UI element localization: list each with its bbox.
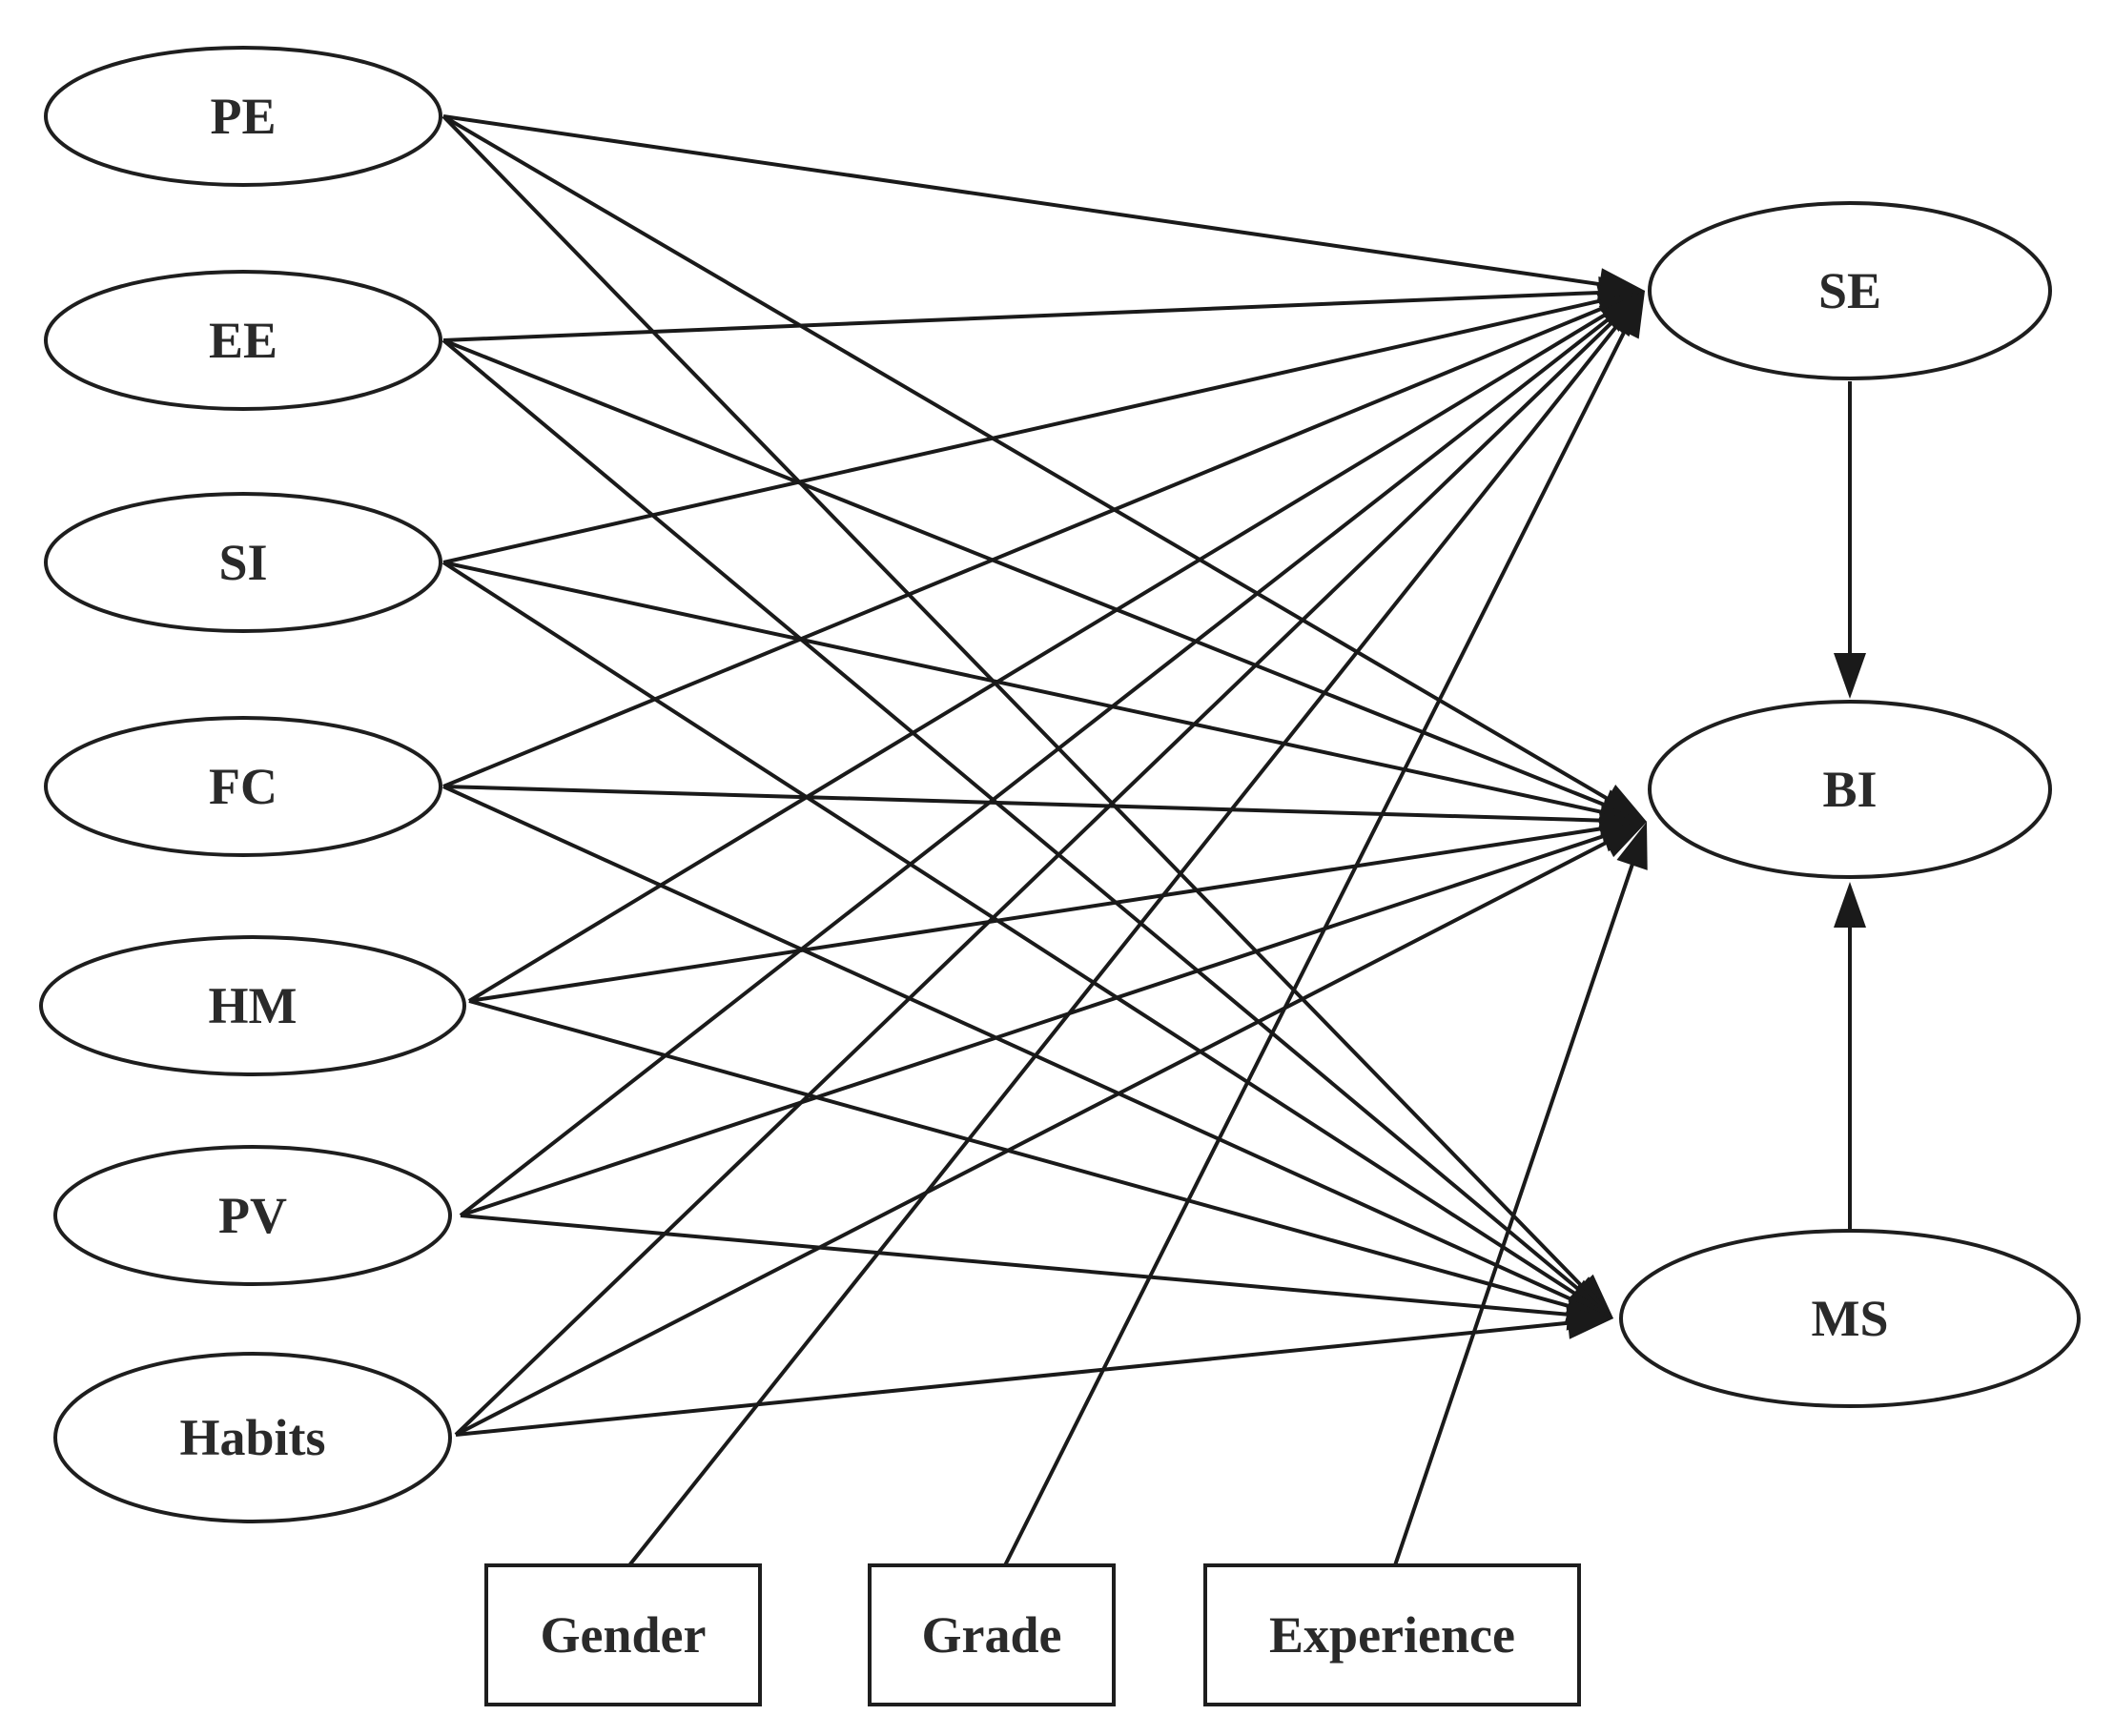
edge-grade-to-se-line (1003, 327, 1629, 1566)
node-bi: BI (1648, 700, 2052, 879)
node-habits: Habits (53, 1352, 452, 1523)
node-experience-box (1203, 1563, 1581, 1706)
edge-pv-to-bi-line (460, 832, 1608, 1217)
node-bi-ellipse (1648, 700, 2052, 879)
node-ee-ellipse (44, 270, 442, 411)
node-pv: PV (53, 1145, 452, 1286)
edge-habits-to-bi-arrowhead (1598, 822, 1647, 858)
edge-si-to-bi-line (442, 561, 1607, 815)
edge-ms-to-bi-arrowhead (1834, 882, 1866, 928)
edge-gender-to-se-line (627, 322, 1621, 1567)
node-pe: PE (44, 46, 442, 187)
node-gender-box (484, 1563, 762, 1706)
edge-habits-to-ms-arrowhead (1566, 1306, 1613, 1339)
node-hm-label: HM (209, 977, 298, 1034)
edge-habits-to-ms (455, 1306, 1613, 1437)
node-gender: Gender (484, 1563, 762, 1706)
node-ee-label: EE (209, 312, 277, 369)
node-pv-ellipse (53, 1145, 452, 1286)
node-bi-label: BI (1822, 761, 1877, 818)
node-si-label: SI (218, 534, 267, 591)
node-gender-label: Gender (541, 1606, 707, 1664)
edge-grade-to-se (1003, 291, 1645, 1566)
edge-hm-to-bi-line (468, 826, 1606, 1003)
edge-si-to-se-line (442, 297, 1605, 564)
node-ms-label: MS (1812, 1290, 1889, 1347)
edge-pe-to-se-line (442, 114, 1604, 287)
node-experience-label: Experience (1269, 1606, 1515, 1664)
edge-pv-to-se-line (459, 315, 1613, 1217)
nodes-layer: PE EE SI FC HM PV Habits SE BI MS Gender Grade Exper… (39, 46, 2081, 1706)
edge-grade-to-se-arrowhead (1610, 291, 1645, 339)
edge-experience-to-bi-line (1393, 861, 1635, 1566)
node-grade-label: Grade (922, 1606, 1062, 1664)
edge-experience-to-bi (1393, 822, 1648, 1566)
node-grade-box (868, 1563, 1116, 1706)
edge-fc-to-bi-line (442, 785, 1606, 823)
edge-ee-to-ms-line (441, 338, 1583, 1294)
edge-habits-to-bi (455, 822, 1647, 1437)
node-grade: Grade (868, 1563, 1116, 1706)
node-habits-ellipse (53, 1352, 452, 1523)
node-si-ellipse (44, 492, 442, 633)
edge-ee-to-se-line (442, 290, 1604, 342)
node-habits-label: Habits (179, 1409, 325, 1466)
edge-pe-to-bi-line (441, 114, 1612, 803)
node-fc-label: FC (209, 758, 277, 815)
edge-hm-to-ms-line (468, 999, 1574, 1310)
edges-layer (441, 114, 1866, 1567)
node-pe-ellipse (44, 46, 442, 187)
node-experience: Experience (1203, 1563, 1581, 1706)
node-se-ellipse (1648, 201, 2052, 380)
node-pe-label: PE (210, 88, 276, 145)
edge-habits-to-se-line (454, 318, 1616, 1437)
edge-se-to-bi (1834, 381, 1866, 699)
edge-fc-to-se-line (442, 304, 1608, 788)
node-fc-ellipse (44, 716, 442, 857)
edge-habits-to-bi-line (455, 839, 1611, 1437)
edge-se-to-bi-arrowhead (1834, 653, 1866, 699)
node-hm-ellipse (39, 935, 466, 1076)
node-ee: EE (44, 270, 442, 411)
edge-experience-to-bi-arrowhead (1616, 822, 1648, 870)
node-fc: FC (44, 716, 442, 857)
node-ms: MS (1619, 1229, 2081, 1408)
node-se: SE (1648, 201, 2052, 380)
edge-hm-to-se-line (467, 311, 1611, 1003)
node-pv-label: PV (218, 1187, 287, 1244)
edge-fc-to-ms-line (442, 785, 1576, 1303)
edge-ms-to-bi (1834, 882, 1866, 1230)
edge-pe-to-ms-line (441, 114, 1586, 1290)
edge-ee-to-bi-line (442, 338, 1609, 808)
edge-habits-to-ms-line (455, 1320, 1572, 1437)
node-si: SI (44, 492, 442, 633)
node-se-label: SE (1818, 262, 1881, 319)
node-ms-ellipse (1619, 1229, 2081, 1408)
node-hm: HM (39, 935, 466, 1076)
edge-pv-to-ms-line (460, 1214, 1572, 1317)
edge-si-to-ms-line (441, 561, 1580, 1297)
